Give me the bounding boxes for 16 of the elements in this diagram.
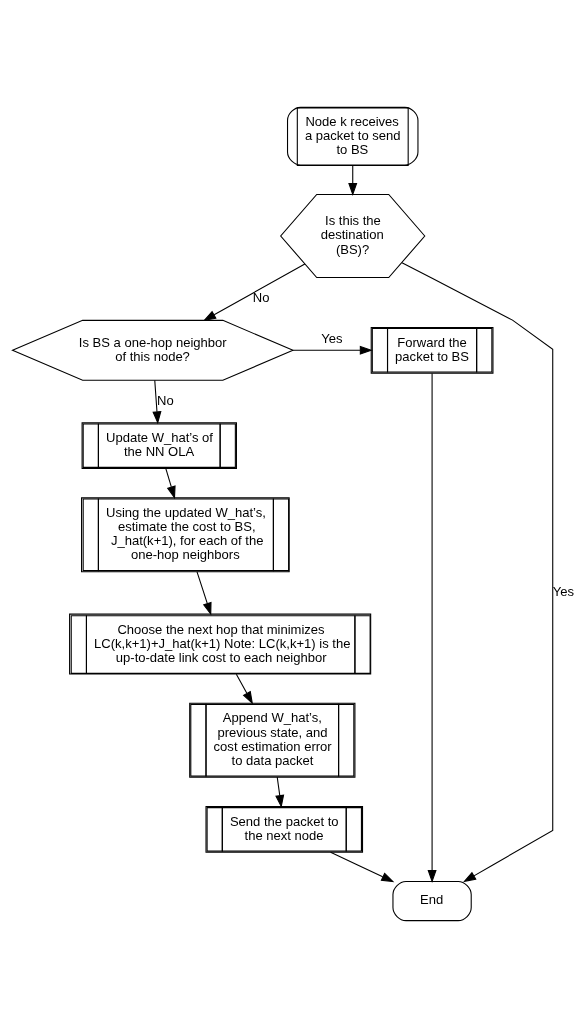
arrow: [152, 379, 162, 425]
node-box: End: [392, 880, 472, 922]
arrow: [196, 571, 212, 616]
arrow: [330, 851, 395, 883]
arrow: [275, 776, 285, 809]
edge-label: Yes: [321, 331, 343, 347]
arrow: [235, 673, 254, 705]
edge-label: No: [157, 393, 174, 409]
arrow: [401, 262, 554, 883]
arrow: [292, 345, 373, 355]
arrow: [203, 263, 306, 321]
edge-label: No: [252, 290, 270, 306]
arrow: [348, 164, 358, 196]
arrow: [165, 468, 176, 500]
edge-label: Yes: [552, 584, 574, 600]
arrow: [427, 372, 437, 883]
